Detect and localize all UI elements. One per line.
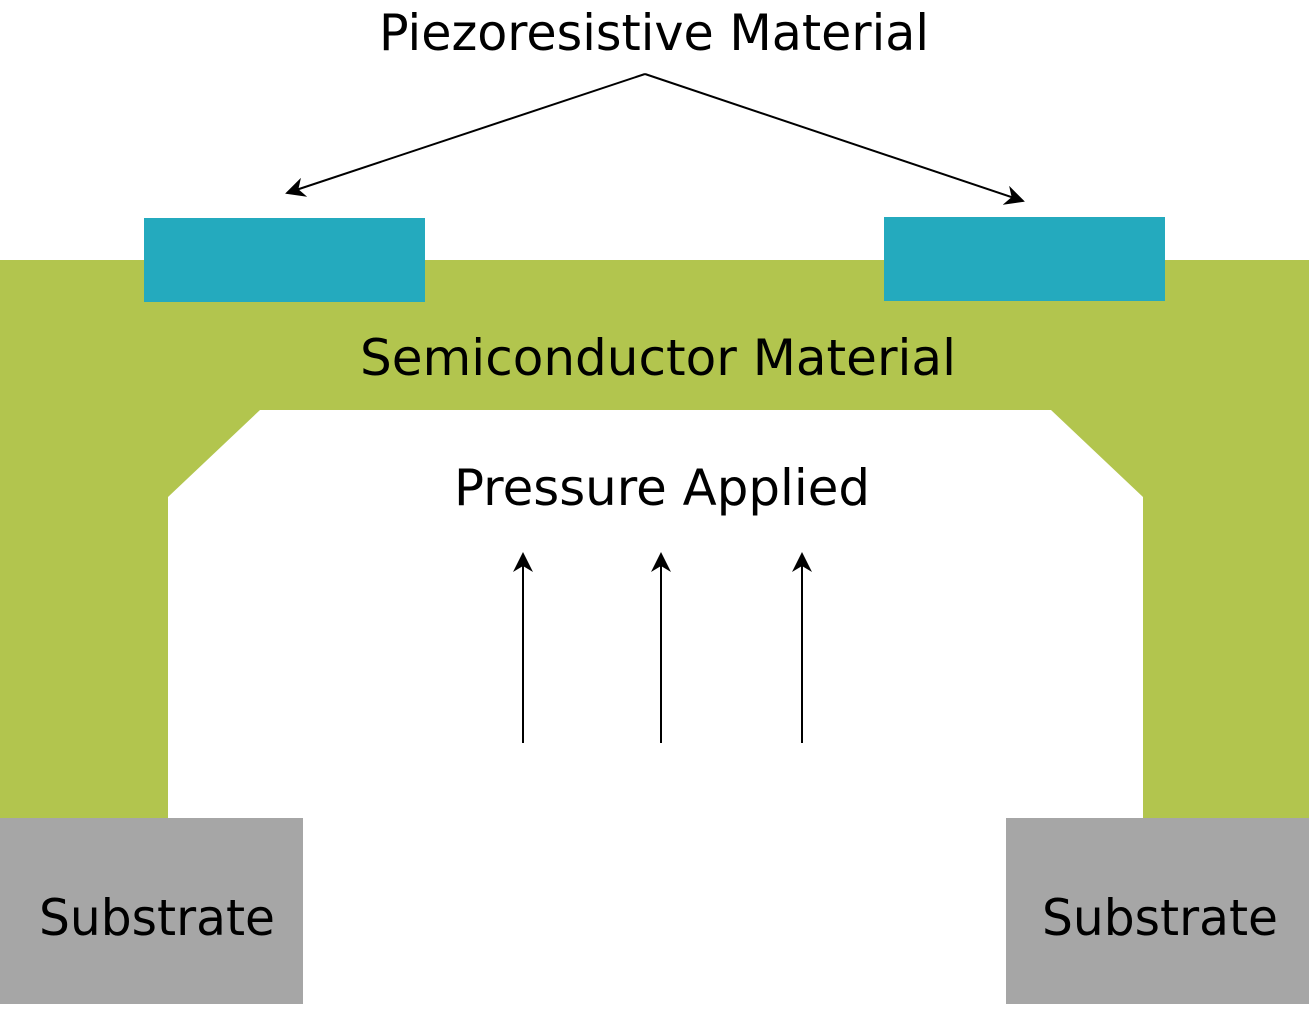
piezoresistor-right: [884, 217, 1165, 301]
semiconductor-body: [0, 260, 1309, 818]
piezoresistor-left: [144, 218, 425, 302]
substrate-left: [0, 818, 303, 1004]
pressure-label: Pressure Applied: [454, 459, 870, 517]
substrate-left-label: Substrate: [39, 889, 275, 947]
pointer-arrow-left: [285, 73, 646, 197]
piezoresistive-label: Piezoresistive Material: [379, 4, 929, 62]
pointer-arrow-right: [644, 73, 1025, 205]
substrate-right-label: Substrate: [1042, 889, 1278, 947]
semiconductor-label: Semiconductor Material: [360, 329, 956, 387]
substrate-right: [1006, 818, 1309, 1004]
